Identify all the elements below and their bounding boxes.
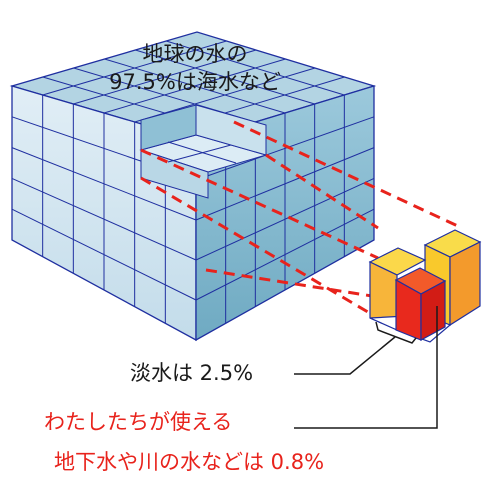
top-grid-line-b [135, 49, 315, 105]
dashed-line-bottom [205, 268, 373, 298]
ocean-water-label: 地球の水の 97.5%は海水など [0, 40, 390, 96]
side-grid-horizontal [195, 147, 375, 221]
ocean-water-label-line2: 97.5%は海水など [109, 70, 281, 94]
side-grid-horizontal [195, 208, 375, 301]
dashed-line-top [233, 120, 463, 230]
top-grid-line-b [104, 58, 286, 114]
fresh-cube-right-side [449, 241, 481, 327]
freshwater-block [368, 229, 482, 343]
usable-leader-line [294, 306, 438, 429]
leader-lines [294, 306, 438, 429]
side-grid-horizontal [195, 116, 375, 181]
freshwater-label: 淡水は 2.5% [130, 361, 254, 385]
ocean-water-label-line1: 地球の水の [142, 42, 248, 66]
freshwater-bracket [375, 321, 417, 344]
freshwater-leader-line [294, 336, 396, 375]
dashed-line-lower [140, 176, 379, 320]
side-grid-horizontal [195, 177, 375, 261]
usable-water-label-line1: わたしたちが使える [44, 410, 233, 434]
dashed-line-upper [140, 148, 379, 260]
projection-dashed-lines [140, 120, 463, 320]
usable-cube-side [420, 279, 446, 342]
front-grid-horizontal [11, 208, 197, 301]
ocean-water-cube [9, 31, 377, 342]
usable-water-label-line2: 地下水や川の水などは 0.8% [54, 450, 325, 474]
notch-inner-side [140, 149, 209, 199]
top-grid-line-b [166, 40, 345, 96]
dashed-line-middle [265, 153, 379, 230]
front-grid-horizontal [11, 147, 197, 221]
front-grid-horizontal [11, 177, 197, 261]
ocean-cube-notch [139, 104, 268, 199]
